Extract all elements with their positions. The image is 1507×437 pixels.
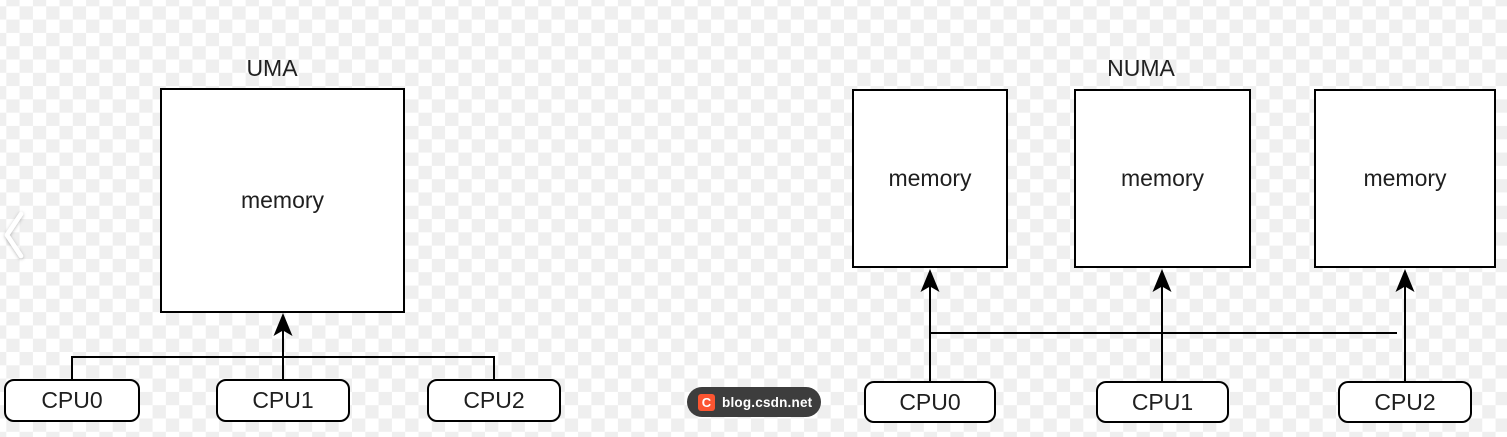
uma-cpu2-label: CPU2	[463, 387, 525, 413]
csdn-watermark-text: blog.csdn.net	[722, 394, 813, 410]
numa-memory-box-3: memory	[1314, 89, 1496, 268]
uma-arrow-up-icon	[273, 313, 293, 336]
numa-arrow-up-icon-2	[1152, 269, 1172, 292]
numa-cpu1-box: CPU1	[1096, 381, 1229, 423]
uma-cpu0-label: CPU0	[41, 387, 103, 413]
numa-cpu0-label: CPU0	[899, 388, 961, 415]
numa-memory-box-1: memory	[852, 89, 1008, 268]
numa-cpu2-box: CPU2	[1338, 381, 1472, 423]
numa-memory-label-2: memory	[1120, 165, 1205, 191]
numa-cpu0-box: CPU0	[864, 381, 996, 423]
uma-cpu1-label: CPU1	[252, 387, 314, 413]
csdn-watermark-badge[interactable]: C blog.csdn.net	[687, 387, 822, 417]
numa-memory-label-1: memory	[888, 165, 972, 191]
numa-cpu2-label: CPU2	[1374, 388, 1436, 415]
uma-memory-box: memory	[160, 88, 405, 313]
uma-cpu2-box: CPU2	[427, 379, 561, 422]
csdn-logo-icon: C	[698, 393, 715, 411]
uma-cpu0-box: CPU0	[4, 379, 140, 422]
carousel-prev-icon[interactable]	[4, 211, 24, 259]
numa-cpu1-label: CPU1	[1131, 388, 1194, 415]
uma-title: UMA	[246, 55, 298, 81]
numa-arrow-up-icon-1	[920, 269, 940, 292]
numa-arrow-up-icon-3	[1395, 269, 1415, 292]
numa-memory-box-2: memory	[1074, 89, 1251, 268]
numa-title: NUMA	[1107, 55, 1175, 81]
numa-memory-label-3: memory	[1363, 165, 1447, 191]
uma-memory-label: memory	[240, 187, 325, 213]
uma-cpu1-box: CPU1	[216, 379, 350, 422]
